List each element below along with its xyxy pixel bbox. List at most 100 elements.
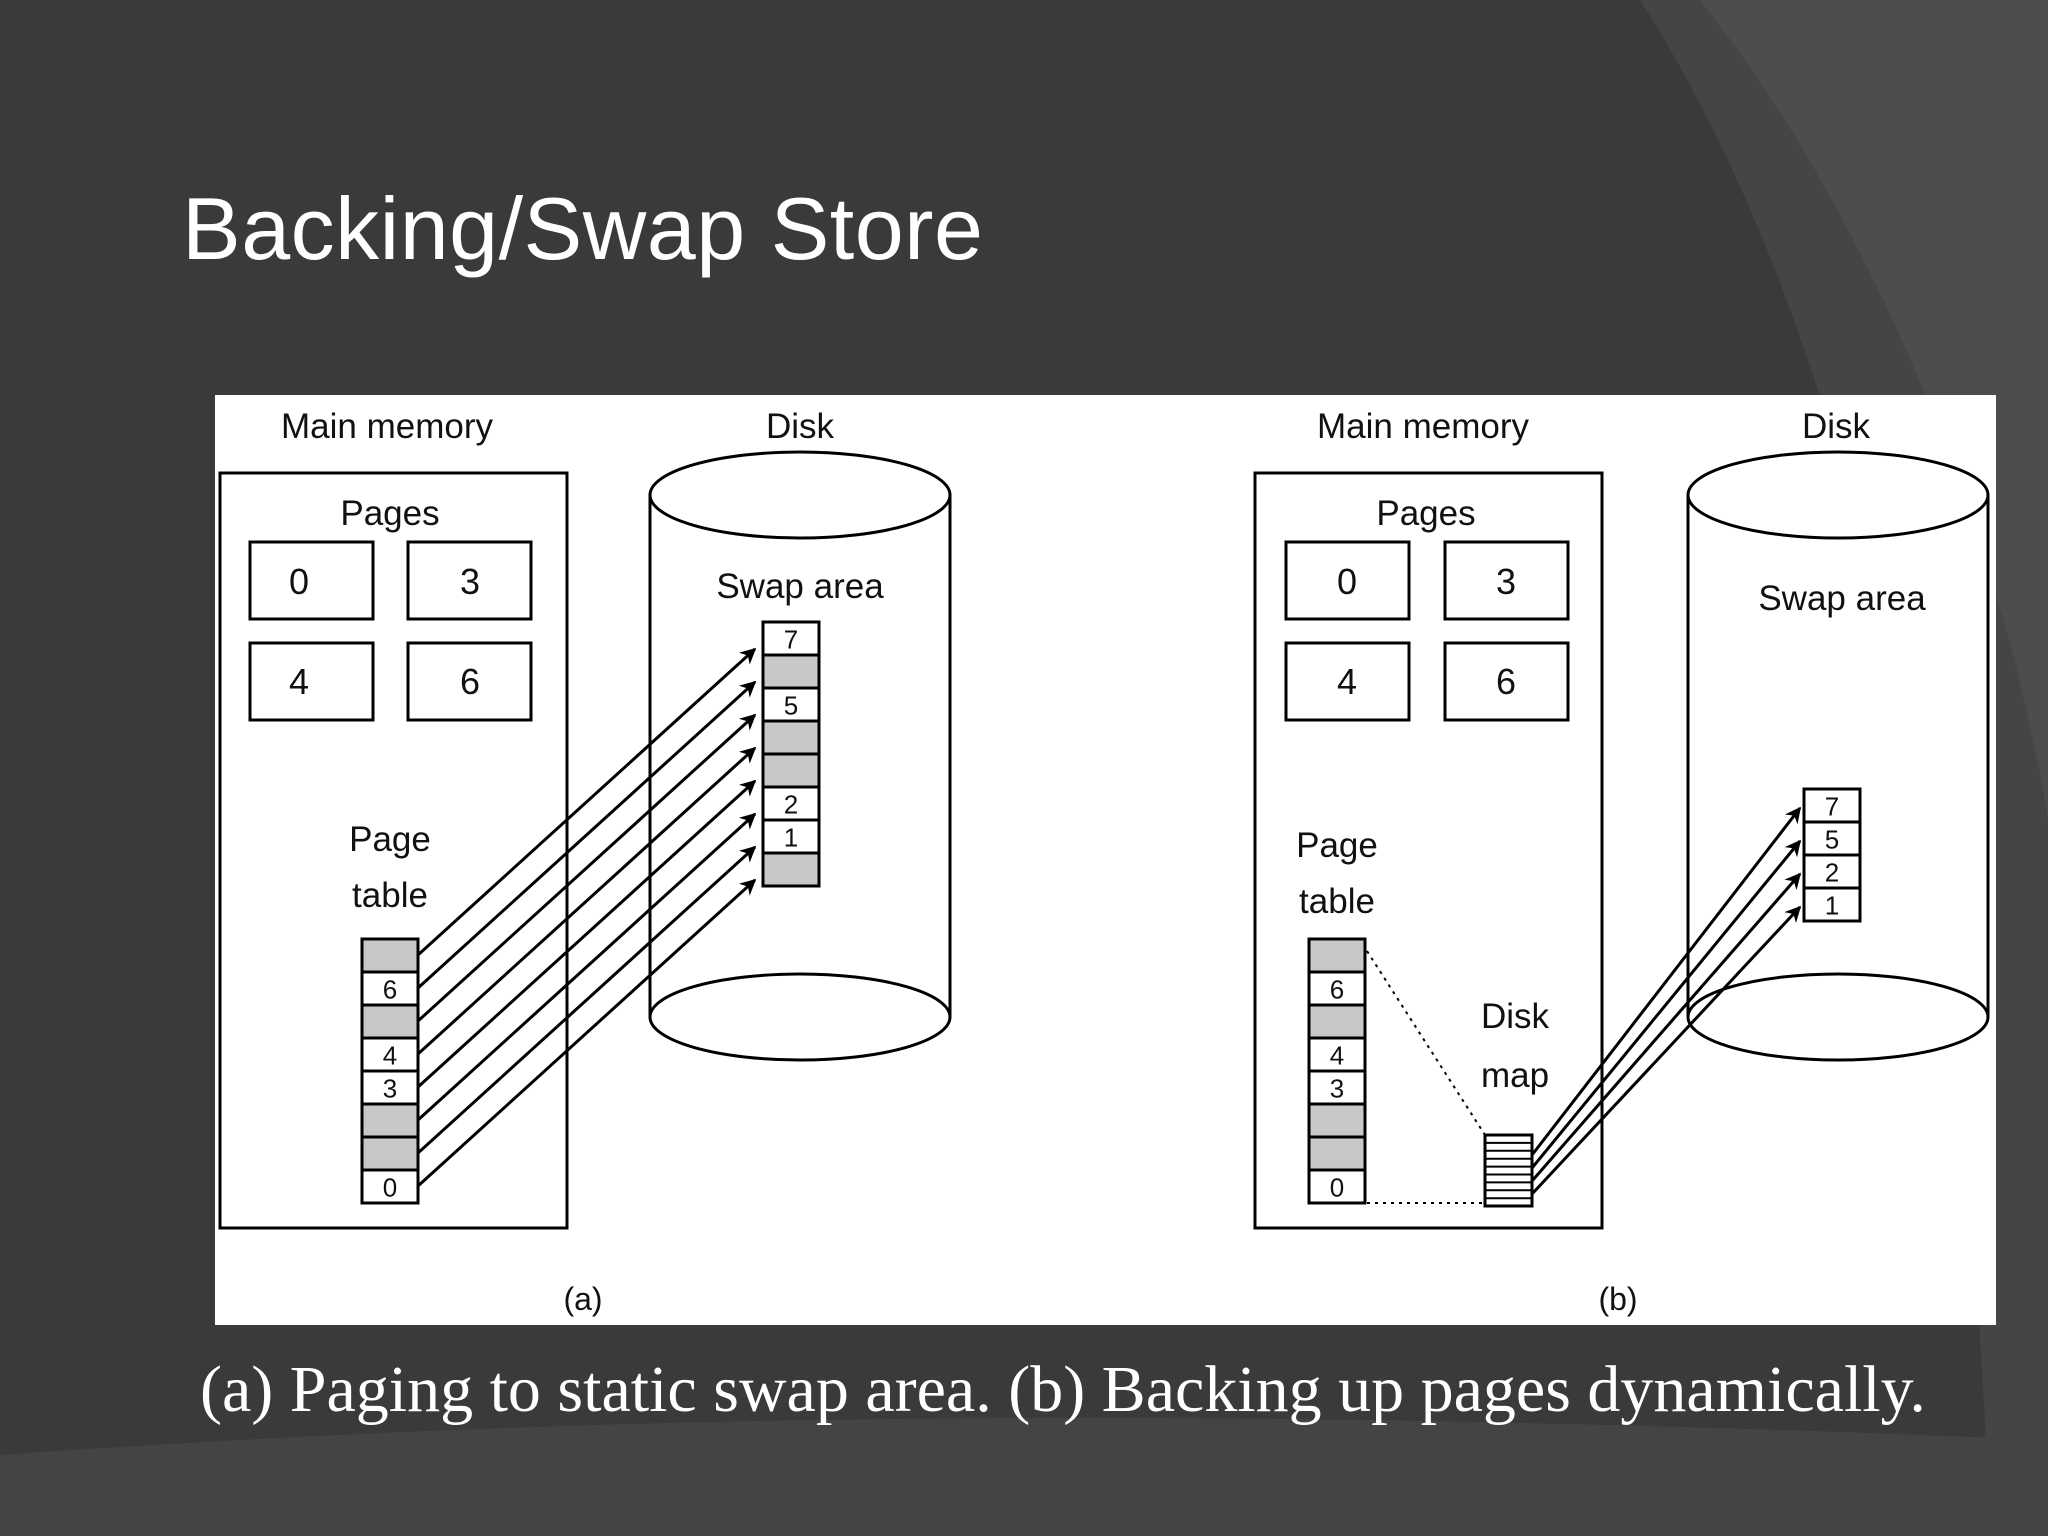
slide-caption: (a) Paging to static swap area. (b) Back…	[200, 1353, 1926, 1426]
page-table-entry	[360, 1036, 420, 1073]
page-table-entry-label: 6	[1330, 974, 1344, 1004]
panel-a-page-table-label: Page	[349, 820, 431, 859]
page-table-entry	[1307, 1036, 1367, 1073]
page-table-entry	[360, 1069, 420, 1106]
swap-diagram: Main memory Disk Pages 0 3 4 6 Page tabl…	[218, 407, 1990, 1317]
page-table-entry	[360, 970, 420, 1007]
page-number: 0	[1337, 561, 1357, 602]
page-table-entry	[360, 937, 420, 974]
panel-a: Main memory Disk Pages 0 3 4 6 Page tabl…	[218, 407, 952, 1317]
page-number: 4	[1337, 661, 1357, 702]
page-table-entry	[360, 1168, 420, 1205]
page-table-entry	[360, 1135, 420, 1172]
page-table-to-swap-arrow	[416, 647, 757, 957]
page-frame	[406, 540, 533, 621]
page-table-to-disk-map-dotted-line	[1366, 950, 1486, 1136]
swap-slot-label: 1	[784, 822, 798, 852]
page-frame	[1443, 540, 1570, 621]
swap-diagram-figure: Main memory Disk Pages 0 3 4 6 Page tabl…	[215, 395, 1996, 1325]
swap-slot-label: 2	[1825, 857, 1839, 887]
page-frame	[1284, 641, 1411, 722]
panel-a-pages-label: Pages	[340, 494, 439, 533]
page-table-entry	[360, 1003, 420, 1040]
disk-map-to-swap-arrow	[1530, 839, 1802, 1169]
page-number: 3	[1496, 561, 1516, 602]
swap-slot	[1802, 787, 1862, 824]
page-table-to-swap-arrow	[416, 680, 757, 990]
page-table-entry	[1307, 1135, 1367, 1172]
disk-map-to-swap-arrow	[1530, 806, 1802, 1156]
panel-b-swap-area-label: Swap area	[1758, 579, 1926, 618]
disk-map-to-swap-arrow	[1530, 872, 1802, 1182]
panel-b-arrows	[1530, 806, 1802, 1196]
swap-slot	[1802, 886, 1862, 923]
panel-a-disk-cylinder	[648, 450, 952, 1062]
panel-b-pages: 0 3 4 6	[1284, 540, 1570, 722]
page-table-entry	[1307, 1168, 1367, 1205]
page-table-to-swap-arrow	[416, 812, 757, 1122]
swap-slot-label: 7	[784, 624, 798, 654]
page-frame	[406, 641, 533, 722]
page-number: 6	[1496, 661, 1516, 702]
slide-title: Backing/Swap Store	[182, 179, 984, 278]
panel-b-disk-map-label: map	[1481, 1056, 1549, 1095]
page-frame	[248, 540, 375, 621]
page-frame	[1284, 540, 1411, 621]
swap-slot	[761, 653, 821, 690]
panel-a-disk-label: Disk	[766, 407, 835, 446]
panel-b-disk-map	[1483, 1133, 1534, 1208]
swap-slot-label: 7	[1825, 791, 1839, 821]
page-table-to-swap-arrow	[416, 713, 757, 1023]
page-table-to-swap-arrow	[416, 779, 757, 1089]
swap-slot	[761, 719, 821, 756]
page-table-entry	[1307, 937, 1367, 974]
panel-b-page-table-label: Page	[1296, 826, 1378, 865]
panel-a-swap-area-label: Swap area	[716, 567, 884, 606]
page-table-entry-label: 6	[383, 974, 397, 1004]
swap-slot-label: 1	[1825, 890, 1839, 920]
swap-slot	[761, 686, 821, 723]
page-table-entry	[1307, 1102, 1367, 1139]
page-table-entry	[1307, 1069, 1367, 1106]
panel-b-main-memory-box	[1253, 471, 1604, 1230]
panel-a-tag: (a)	[563, 1281, 602, 1317]
page-table-entry-label: 0	[1330, 1172, 1344, 1202]
panel-b-disk-label: Disk	[1802, 407, 1871, 446]
disk-map-box	[1483, 1133, 1534, 1208]
page-table-entry-label: 4	[383, 1040, 397, 1070]
swap-slot-label: 2	[784, 789, 798, 819]
page-table-to-swap-arrow	[416, 845, 757, 1155]
panel-b: Main memory Disk Pages 0 3 4 6 Page tabl…	[1253, 407, 1990, 1317]
page-table-to-swap-arrow	[416, 746, 757, 1056]
panel-b-page-table-label: table	[1299, 882, 1375, 921]
page-number: 4	[289, 661, 309, 702]
page-frame	[1443, 641, 1570, 722]
panel-a-swap-area: 7 5 21	[761, 620, 821, 888]
swap-slot	[761, 818, 821, 855]
panel-a-page-table-label: table	[352, 876, 428, 915]
page-table-entry	[1307, 970, 1367, 1007]
panel-a-pages: 0 3 4 6	[248, 540, 533, 722]
page-table-entry	[1307, 1003, 1367, 1040]
page-table-entry-label: 0	[383, 1172, 397, 1202]
panel-b-page-table: 6 43 0	[1307, 937, 1367, 1205]
panel-a-page-table: 6 43 0	[360, 937, 420, 1205]
panel-b-tag: (b)	[1598, 1281, 1637, 1317]
disk-map-to-swap-arrow	[1530, 905, 1802, 1196]
swap-slot-label: 5	[784, 690, 798, 720]
panel-b-main-memory-label: Main memory	[1317, 407, 1529, 446]
page-table-entry-label: 3	[383, 1073, 397, 1103]
swap-slot	[761, 851, 821, 888]
panel-a-arrows	[416, 647, 757, 1188]
page-table-to-swap-arrow	[416, 878, 757, 1188]
panel-b-disk-cylinder	[1686, 450, 1990, 1062]
panel-a-main-memory-box	[218, 471, 569, 1230]
page-table-entry-label: 4	[1330, 1040, 1344, 1070]
page-number: 0	[289, 561, 309, 602]
page-table-entry-label: 3	[1330, 1073, 1344, 1103]
page-number: 3	[460, 561, 480, 602]
page-table-entry	[360, 1102, 420, 1139]
panel-b-pages-label: Pages	[1376, 494, 1475, 533]
panel-b-disk-map-label: Disk	[1481, 997, 1550, 1036]
